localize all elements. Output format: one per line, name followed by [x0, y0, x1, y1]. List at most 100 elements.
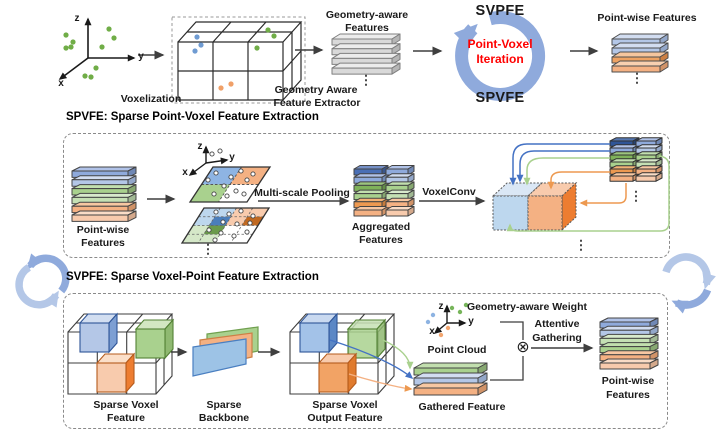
- spvfe-section-title: SPVFE: Sparse Point-Voxel Feature Extrac…: [66, 111, 319, 123]
- point-circle: [247, 220, 253, 226]
- stack-agg-right-slab: [385, 206, 415, 217]
- extractor-label-line2: Feature Extractor: [273, 96, 361, 109]
- voxel-cube-orange: [95, 352, 136, 394]
- point-cloud-axes: [58, 17, 136, 80]
- voxelization-label: Voxelization: [120, 92, 182, 105]
- voxelconv-label: VoxelConv: [422, 185, 476, 198]
- axis-x-label: x: [58, 78, 64, 89]
- voxel-grid: [171, 16, 306, 104]
- multiscale-planes: [180, 145, 272, 244]
- point-dot: [99, 44, 105, 50]
- axis-y-label: y: [468, 316, 474, 327]
- point-dot: [254, 45, 260, 51]
- attentive-junction: [490, 321, 524, 381]
- ellipsis-icon: ⋮: [359, 72, 373, 88]
- point-voxel-iteration-cycle-icon: [453, 10, 546, 101]
- axis-y-label: y: [138, 51, 144, 62]
- point-circle: [231, 233, 237, 239]
- bottom-pointwise-stack: [599, 317, 659, 370]
- point-dot: [463, 302, 469, 308]
- attentive-label-line2: Gathering: [532, 331, 582, 344]
- point-dot: [218, 85, 224, 91]
- point-circle: [213, 170, 219, 176]
- point-dot: [106, 26, 112, 32]
- geo-features-label-line1: Geometry-aware: [325, 8, 409, 21]
- svpfe-cycle-label: SVPFE: [475, 2, 525, 19]
- mid-pointwise-label-line1: Point-wise: [76, 223, 130, 236]
- point-circle: [250, 213, 256, 219]
- axis-x-label: x: [182, 167, 188, 178]
- stack-mid-pointwise-slab: [71, 210, 137, 222]
- point-dot: [82, 73, 88, 79]
- bottom-pointwise-label-line1: Point-wise: [601, 374, 655, 387]
- point-dot: [449, 305, 455, 311]
- axis-x-label: x: [429, 326, 435, 337]
- voxel-cube-blue: [78, 312, 119, 354]
- multiply-operator-icon: ⊗: [516, 339, 530, 356]
- point-cloud-mini-axes: [425, 302, 469, 338]
- backbone-label-line1: Sparse: [206, 398, 242, 411]
- stack-midright-left-slab: [609, 172, 640, 182]
- point-circle: [224, 193, 230, 199]
- point-dot: [438, 332, 444, 338]
- stack-agg-left-slab: [353, 206, 389, 217]
- midright-stack-left: [609, 137, 640, 182]
- axis-z-label: z: [74, 13, 80, 24]
- geometry-features-stack: [331, 33, 401, 75]
- aggregated-stack-right: [385, 165, 415, 217]
- point-dot: [63, 32, 69, 38]
- point-dot: [430, 312, 436, 318]
- point-dot: [88, 74, 94, 80]
- point-circle: [218, 230, 224, 236]
- mid-pointwise-label-line2: Features: [81, 236, 125, 249]
- voxelconv-cubes: [491, 181, 578, 232]
- point-circle: [228, 174, 234, 180]
- voxel-cube-orange: [317, 352, 358, 394]
- top-pointwise-label: Point-wise Features: [597, 11, 697, 24]
- stack-geo-features-slab: [331, 62, 401, 75]
- output-label-line1: Sparse Voxel: [312, 398, 378, 411]
- point-dot: [93, 65, 99, 71]
- ellipsis-icon: ⋮: [630, 70, 644, 86]
- gathered-feature-label: Gathered Feature: [418, 400, 506, 413]
- point-circle: [244, 229, 250, 235]
- point-cloud-label: Point Cloud: [427, 343, 487, 356]
- point-circle: [221, 183, 227, 189]
- backbone-label-line2: Backbone: [198, 411, 250, 424]
- voxel-cube-green: [134, 318, 175, 360]
- point-dot: [194, 34, 200, 40]
- point-circle: [212, 237, 218, 243]
- point-circle: [234, 221, 240, 227]
- stack-midright-right-slab: [635, 172, 663, 182]
- mid-pointwise-stack: [71, 166, 137, 222]
- svpfe-section-title: SVPFE: Sparse Voxel-Point Feature Extrac…: [66, 271, 319, 283]
- point-circle: [220, 219, 226, 225]
- voxel-cube-blue: [298, 312, 339, 354]
- point-circle: [217, 148, 223, 154]
- axis-y-label: y: [229, 152, 235, 163]
- voxel-cube-green: [346, 318, 387, 360]
- point-circle: [250, 171, 256, 177]
- voxelconv-connectors: [506, 143, 670, 232]
- ellipsis-icon: ⋮: [629, 188, 643, 204]
- ellipsis-icon: ⋮: [201, 241, 215, 257]
- gather-connectors: [329, 339, 414, 392]
- output-label-line2: Output Feature: [307, 411, 383, 424]
- iteration-label-line2: Iteration: [476, 52, 524, 66]
- point-dot: [198, 42, 204, 48]
- point-circle: [209, 151, 215, 157]
- stack-gathered-slab: [413, 382, 488, 396]
- multiscale-pooling-label: Multi-scale Pooling: [254, 186, 350, 199]
- point-dot: [457, 309, 463, 315]
- bottom-pointwise-label-line2: Features: [606, 388, 650, 401]
- point-dot: [63, 45, 69, 51]
- point-dot: [111, 35, 117, 41]
- ellipsis-icon: ⋮: [574, 237, 588, 253]
- point-dot: [68, 44, 74, 50]
- midright-stack-right: [635, 137, 663, 182]
- sparse-voxel-label-line2: Feature: [107, 411, 145, 424]
- left-cycle-icon: [15, 253, 70, 309]
- point-circle: [238, 168, 244, 174]
